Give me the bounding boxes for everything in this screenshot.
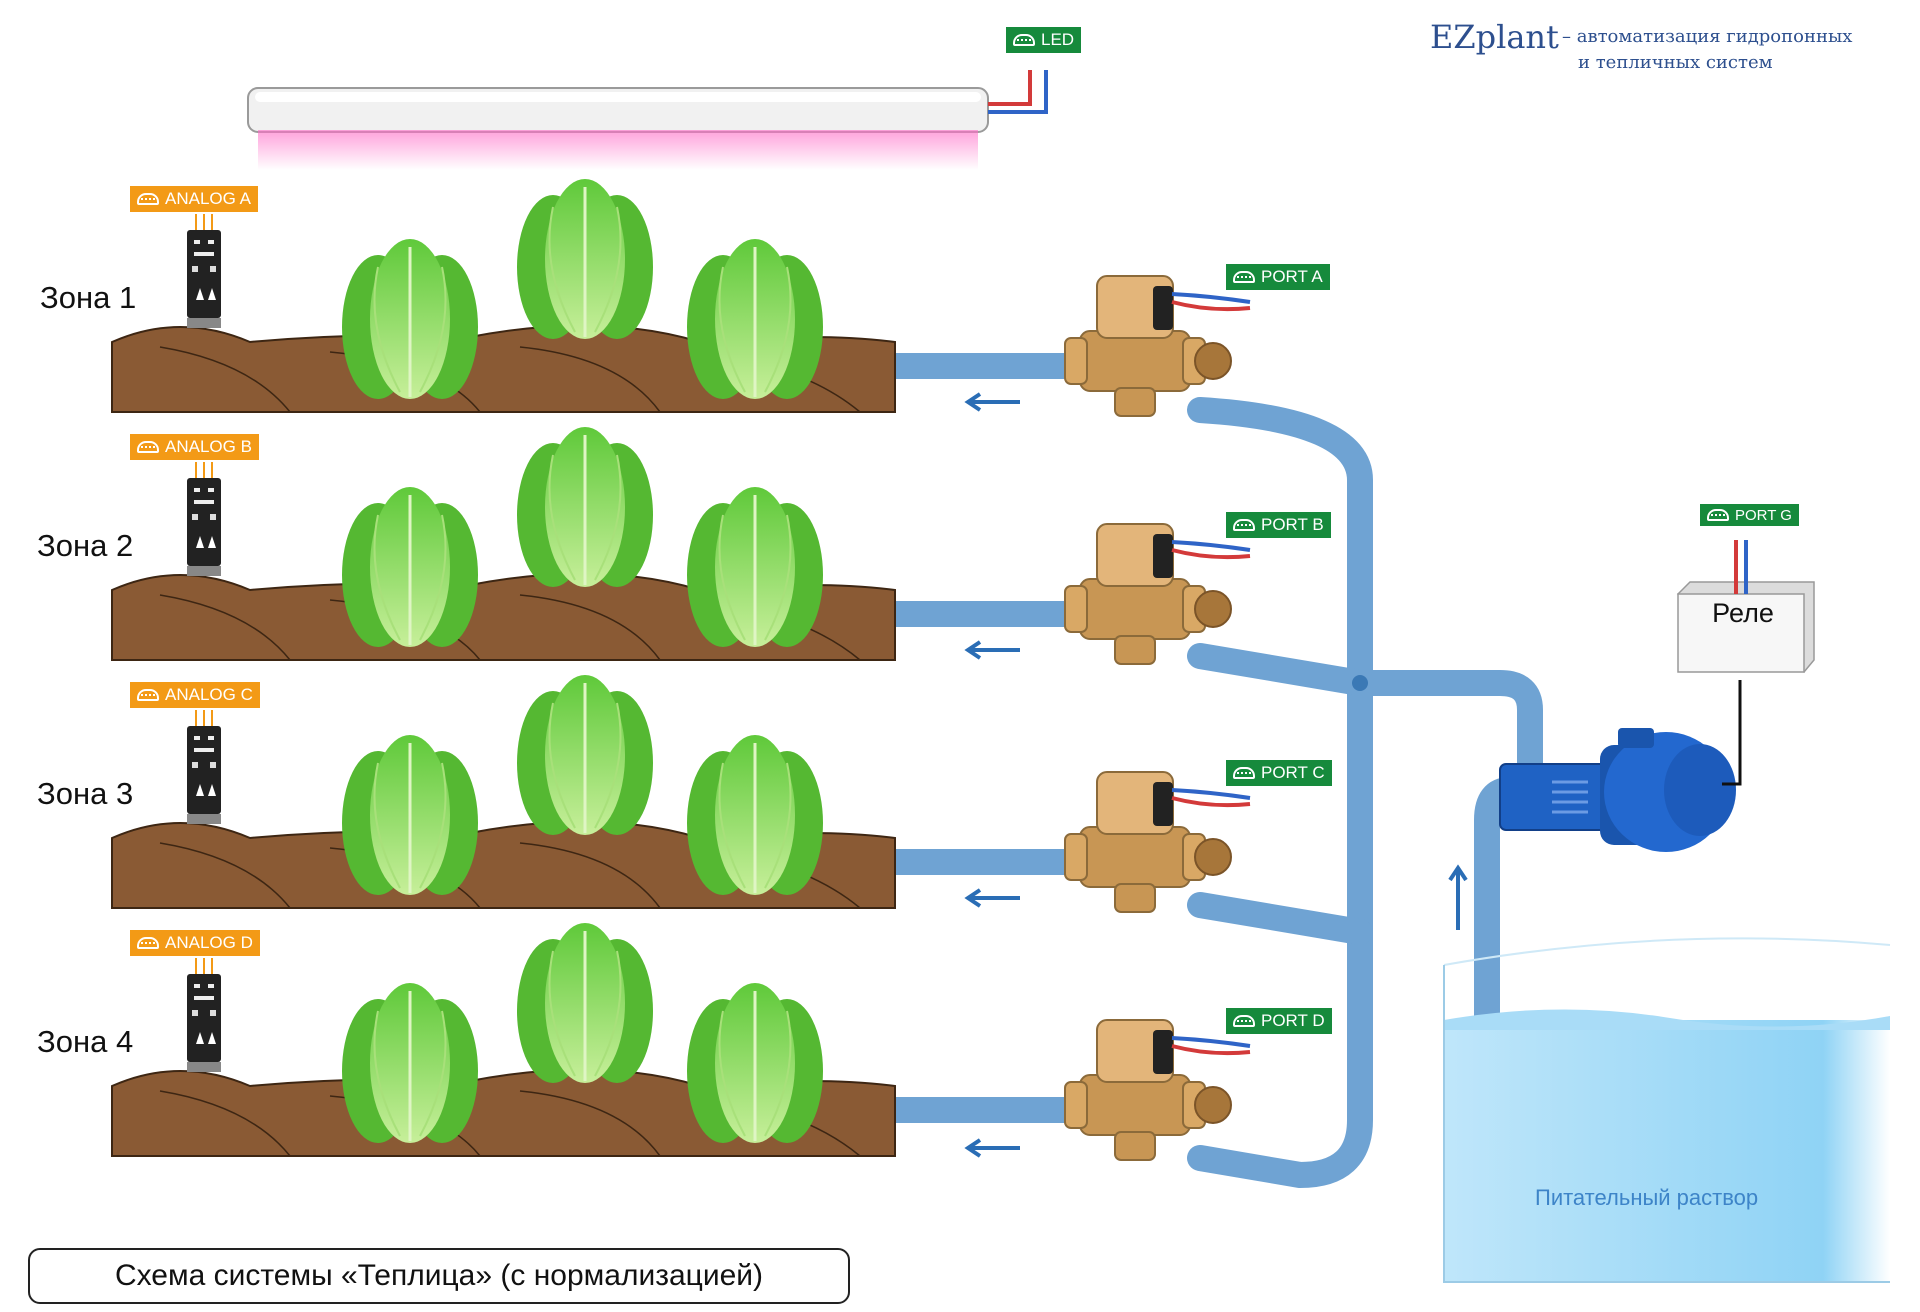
- valve-tag: PORT A: [1226, 264, 1330, 290]
- valve-tag-label: PORT D: [1261, 1011, 1325, 1030]
- zone-label: Зона 3: [37, 776, 134, 811]
- relay-label: Реле: [1712, 598, 1774, 628]
- valve-wire-blue: [1171, 788, 1251, 800]
- relay-tag-label: PORT G: [1735, 506, 1792, 524]
- valve-tag: PORT B: [1226, 512, 1331, 538]
- lettuce-plant: [515, 921, 655, 1085]
- valve-wire-blue: [1171, 1036, 1251, 1048]
- valve-wire-red: [1171, 796, 1251, 808]
- lettuce-plant: [340, 733, 480, 897]
- lettuce-plant: [515, 425, 655, 589]
- lettuce-plant: [685, 485, 825, 649]
- controller-icon: [1233, 1015, 1255, 1027]
- sensor-tag-label: ANALOG A: [165, 189, 251, 208]
- valve-wire-blue: [1171, 540, 1251, 552]
- valve-tag-label: PORT B: [1261, 515, 1324, 534]
- controller-icon: [1233, 519, 1255, 531]
- flow-arrows: [964, 392, 1468, 1158]
- soil-moisture-sensor: [186, 957, 222, 1073]
- controller-icon: [1707, 509, 1729, 521]
- zone-4: [111, 921, 1251, 1161]
- valve-tag: PORT D: [1226, 1008, 1332, 1034]
- controller-icon: [1233, 271, 1255, 283]
- sensor-tag: ANALOG C: [130, 682, 260, 708]
- tank-label: Питательный раствор: [1535, 1185, 1759, 1210]
- soil-moisture-sensor: [186, 709, 222, 825]
- soil-moisture-sensor: [186, 461, 222, 577]
- controller-icon: [137, 193, 159, 205]
- water-pump: [1499, 680, 1742, 852]
- valve-wire-blue: [1171, 292, 1251, 304]
- led-lamp: [247, 70, 1048, 170]
- led-tag: LED: [1006, 27, 1082, 53]
- lettuce-plant: [340, 237, 480, 401]
- pipe-junction: [1352, 675, 1368, 691]
- sensor-tag: ANALOG A: [130, 186, 258, 212]
- sensor-tag-label: ANALOG B: [165, 437, 252, 456]
- lettuce-plant: [685, 981, 825, 1145]
- zone-1: [111, 177, 1251, 417]
- relay-box: [1676, 540, 1815, 673]
- lettuce-plant: [515, 177, 655, 341]
- zone-label: Зона 2: [37, 528, 134, 563]
- valve-wire-red: [1171, 1044, 1251, 1056]
- lettuce-plant: [515, 673, 655, 837]
- valve-tag-label: PORT A: [1261, 267, 1323, 286]
- zone-2: [111, 425, 1251, 665]
- brand-name: EZplant: [1430, 18, 1559, 56]
- lettuce-plant: [340, 981, 480, 1145]
- zone-label: Зона 1: [40, 280, 137, 315]
- sensor-tag-label: ANALOG D: [165, 933, 253, 952]
- brand-header: EZplant – автоматизация гидропонных и те…: [1430, 18, 1852, 73]
- relay-tag: PORT G: [1700, 504, 1799, 526]
- lettuce-plant: [340, 485, 480, 649]
- zone-label: Зона 4: [37, 1024, 134, 1059]
- nutrient-tank: [1443, 937, 1891, 1283]
- soil-moisture-sensor: [186, 213, 222, 329]
- sensor-tag-label: ANALOG C: [165, 685, 253, 704]
- brand-subtitle-line1: – автоматизация гидропонных: [1562, 26, 1853, 47]
- controller-icon: [137, 441, 159, 453]
- pipe-network: [827, 353, 1543, 1265]
- valve-tag-label: PORT C: [1261, 763, 1325, 782]
- zone-3: [111, 673, 1251, 913]
- controller-icon: [1013, 34, 1035, 46]
- controller-icon: [137, 689, 159, 701]
- valve-wire-red: [1171, 548, 1251, 560]
- diagram-caption: Схема системы «Теплица» (с нормализацией…: [28, 1248, 850, 1304]
- sensor-tag: ANALOG B: [130, 434, 259, 460]
- controller-icon: [137, 937, 159, 949]
- sensor-tag: ANALOG D: [130, 930, 260, 956]
- valve-tag: PORT C: [1226, 760, 1332, 786]
- lettuce-plant: [685, 733, 825, 897]
- led-tag-label: LED: [1041, 30, 1075, 49]
- controller-icon: [1233, 767, 1255, 779]
- valve-wire-red: [1171, 300, 1251, 312]
- brand-subtitle-line2: и тепличных систем: [1578, 52, 1773, 73]
- lettuce-plant: [685, 237, 825, 401]
